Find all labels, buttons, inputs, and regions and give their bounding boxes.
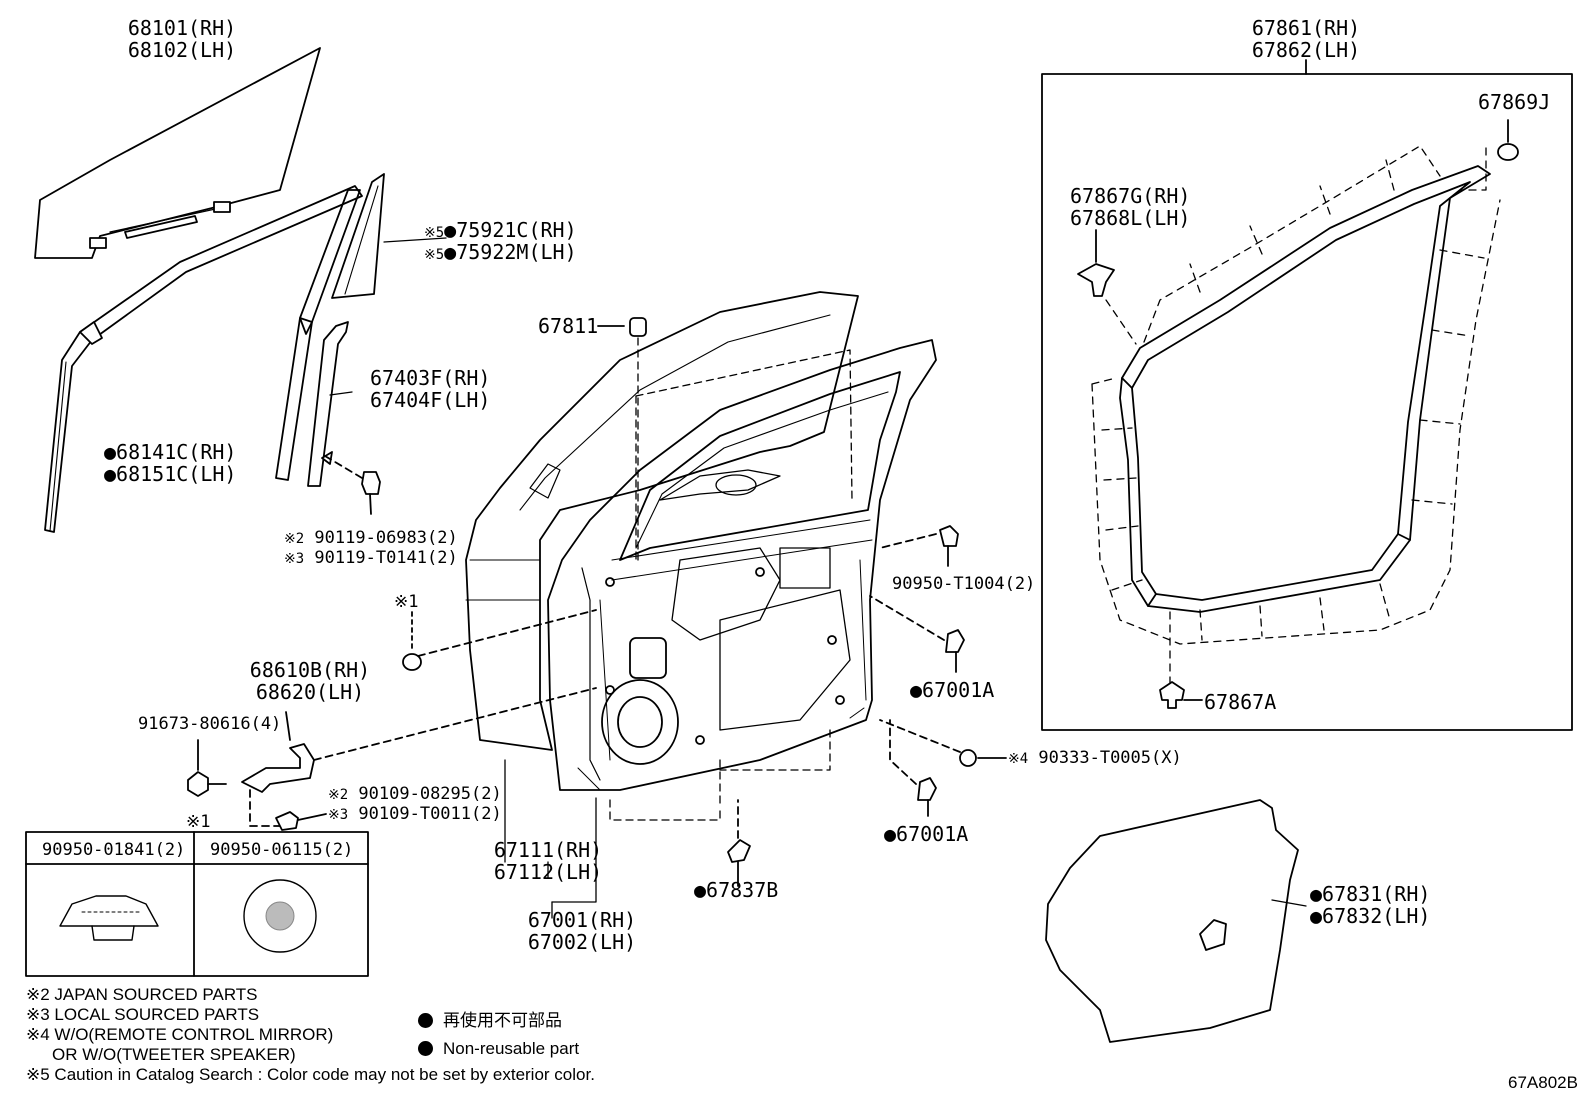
clip-67867g-part [1077, 229, 1115, 297]
diagram-id: 67A802B [1508, 1073, 1578, 1092]
inset-col-2[interactable]: 90950-06115(2) [210, 840, 354, 860]
label-panel-rh[interactable]: 67111(RH) [493, 838, 603, 862]
door-check-part [241, 687, 597, 827]
frame-dashed-hints [609, 349, 853, 821]
weatherstrip-part [1119, 165, 1491, 613]
label-plug-90333[interactable]: ※4 90333-T0005(X) [1008, 748, 1182, 768]
note-2: ※2 JAPAN SOURCED PARTS [26, 985, 258, 1004]
leader-brackets [547, 797, 597, 919]
ref-mark: ※5 [424, 247, 445, 263]
ref-mark: ※5 [424, 225, 445, 241]
label-weatherstrip-rh[interactable]: 67861(RH) [1251, 16, 1361, 40]
label-clip-67867g-lh[interactable]: 67868L(LH) [1070, 206, 1191, 230]
door-outer-shell [465, 291, 859, 863]
label-channel-rh[interactable]: 67403F(RH) [370, 366, 491, 390]
label-weatherstrip-lh[interactable]: 67862(LH) [1251, 38, 1361, 62]
plug-67001a-upper [869, 595, 965, 673]
bolt-91673-part [187, 739, 227, 797]
label-bolt-90109-b[interactable]: ※3 90109-T0011(2) [328, 804, 502, 824]
label-clip-67867a[interactable]: 67867A [1204, 690, 1277, 714]
bolt-90109-part [275, 811, 327, 831]
clip-ref1-part [402, 609, 597, 671]
cushion-67811-part [597, 317, 647, 561]
label-glass-run-rh[interactable]: ●68141C(RH) [104, 440, 237, 464]
clip-67869j-part [1497, 119, 1519, 161]
label-bolt-90119-a[interactable]: ※2 90119-06983(2) [284, 528, 458, 548]
label-door-lh[interactable]: 67002(LH) [527, 930, 637, 954]
label-bolt-91673[interactable]: 91673-80616(4) [138, 714, 282, 734]
clip-67837b-part [727, 799, 751, 887]
pillar-moulding-part [331, 173, 447, 299]
label-glass-rh[interactable]: 68101(RH) [127, 16, 237, 40]
door-frame-part [547, 339, 937, 791]
weatherstrip-dashed-guide [1091, 145, 1501, 691]
run-channel-part [307, 321, 353, 487]
label-clip-90950-t1004[interactable]: 90950-T1004(2) [892, 574, 1036, 594]
note-4b: OR W/O(TWEETER SPEAKER) [52, 1045, 296, 1064]
clip-90950-part [879, 525, 959, 567]
label-moulding-rh[interactable]: ※5●75921C(RH) [424, 218, 577, 242]
label-bolt-90119-b[interactable]: ※3 90119-T0141(2) [284, 548, 458, 568]
bolt-90119-part [324, 455, 381, 515]
label-moulding-lh[interactable]: ※5●75922M(LH) [424, 240, 577, 264]
label-channel-lh[interactable]: 67404F(LH) [370, 388, 491, 412]
service-cover-part [1045, 799, 1307, 1043]
door-glass-part [34, 47, 321, 259]
legend-line-jp: 再使用不可部品 [418, 1012, 562, 1029]
glass-run-part [44, 185, 363, 533]
label-cover-rh[interactable]: ●67831(RH) [1310, 882, 1431, 906]
non-reusable-dot-icon [418, 1013, 433, 1028]
label-cushion-67811[interactable]: 67811 [538, 314, 599, 338]
label-plug-67001a-lower[interactable]: ●67001A [884, 822, 969, 846]
label-cover-lh[interactable]: ●67832(LH) [1310, 904, 1431, 928]
label-glass-lh[interactable]: 68102(LH) [127, 38, 237, 62]
label-plug-67001a-upper[interactable]: ●67001A [910, 678, 995, 702]
label-clip-67837b[interactable]: ●67837B [694, 878, 779, 902]
label-check-lh[interactable]: 68620(LH) [255, 680, 365, 704]
inset-ref: ※1 [186, 812, 211, 832]
label-ref1: ※1 [394, 592, 419, 612]
note-3: ※3 LOCAL SOURCED PARTS [26, 1005, 260, 1024]
label-glass-run-lh[interactable]: ●68151C(LH) [104, 462, 237, 486]
label-check-rh[interactable]: 68610B(RH) [249, 658, 371, 682]
label-door-rh[interactable]: 67001(RH) [527, 908, 637, 932]
note-5: ※5 Caution in Catalog Search : Color cod… [26, 1065, 595, 1084]
label-clip-67867g-rh[interactable]: 67867G(RH) [1070, 184, 1191, 208]
legend-line-en: Non-reusable part [418, 1040, 579, 1057]
note-4: ※4 W/O(REMOTE CONTROL MIRROR) [26, 1025, 334, 1044]
plug-67001a-lower [889, 719, 937, 817]
inset-clip-table [25, 831, 369, 977]
weatherstrip-box [1041, 73, 1573, 731]
plug-90333-part [879, 719, 1007, 767]
inset-col-1[interactable]: 90950-01841(2) [42, 840, 186, 860]
label-panel-lh[interactable]: 67112(LH) [493, 860, 603, 884]
label-bolt-90109-a[interactable]: ※2 90109-08295(2) [328, 784, 502, 804]
non-reusable-dot-icon [418, 1041, 433, 1056]
label-clip-67869j[interactable]: 67869J [1478, 90, 1551, 114]
clip-67867a-part [1159, 681, 1203, 709]
rear-run-channel [275, 189, 361, 481]
